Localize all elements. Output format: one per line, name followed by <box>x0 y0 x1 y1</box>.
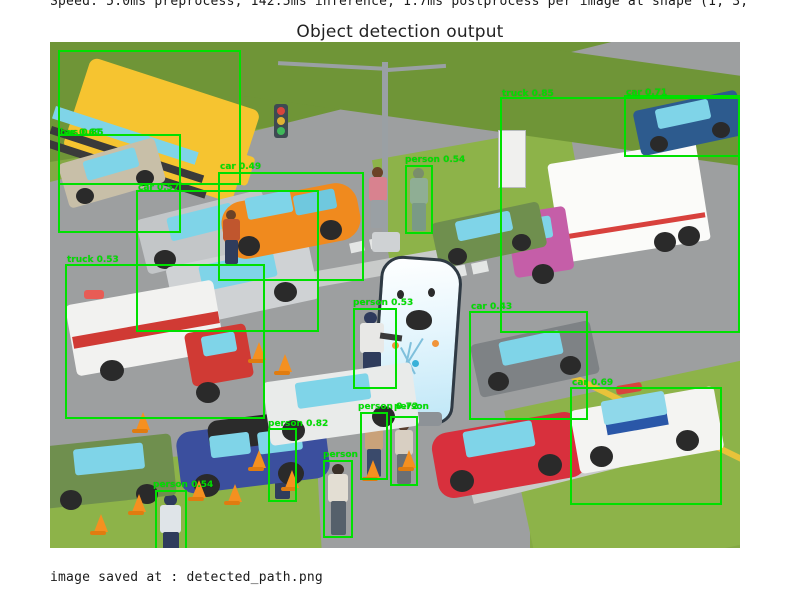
page-title: Object detection output <box>296 22 504 42</box>
detection-box-car-navy-top <box>624 95 740 157</box>
phone-eye-left <box>397 290 404 299</box>
traffic-cone-base <box>274 371 290 375</box>
tan-car-wheel <box>136 170 154 186</box>
traffic-cone-base <box>188 497 204 501</box>
console-speed-line: Speed: 5.0ms preprocess, 142.5ms inferen… <box>50 0 749 9</box>
traffic-cone-base <box>248 467 264 471</box>
gray-car-wheel <box>488 372 509 391</box>
detection-box-truck-right <box>500 97 740 333</box>
navy-car-wheel <box>650 136 668 152</box>
traffic-cone <box>252 342 266 360</box>
detection-label-bus-1: bus 0.85 <box>60 128 104 138</box>
detection-label-person-d: person 0.54 <box>153 480 214 490</box>
green-suv-wheel <box>60 490 82 510</box>
console-saved-line: image saved at : detected_path.png <box>50 570 323 585</box>
detection-label-person-b: person 0.72 <box>358 402 419 412</box>
traffic-cone <box>132 494 146 512</box>
phone-eye-right <box>428 288 435 297</box>
detection-box-person-d <box>155 490 187 548</box>
traffic-light-pole <box>382 62 388 247</box>
traffic-cone-base <box>132 429 148 433</box>
phone-mouth <box>406 310 432 330</box>
detection-box-person-e <box>323 460 353 538</box>
traffic-cone <box>136 412 150 430</box>
sign-board <box>498 130 526 188</box>
box-truck-wheel <box>532 264 554 284</box>
gray-car-wheel <box>560 356 581 375</box>
silver-car2-wheel <box>274 282 297 302</box>
green-sedan-wheel <box>448 248 467 265</box>
detection-box-person-b <box>360 412 388 480</box>
detection-label-car-navy-top: car 0.71 <box>626 88 668 98</box>
phone-icon-dot <box>412 360 419 367</box>
traffic-light-red <box>277 107 285 115</box>
detection-box-truck-amb <box>65 264 265 419</box>
traffic-cone-base <box>224 501 240 505</box>
traffic-cone <box>228 484 242 502</box>
traffic-light-amber <box>277 117 285 125</box>
pole-base <box>372 232 400 252</box>
detection-box-person-green <box>405 165 433 234</box>
detection-box-person-gray <box>353 308 397 389</box>
detection-label-truck-right: truck 0.85 <box>502 89 554 99</box>
detection-label-car-left-2: car 0.57 <box>138 183 180 193</box>
detection-label-car-police: car 0.69 <box>572 378 614 388</box>
traffic-cone <box>252 450 266 468</box>
detection-box-bus-1 <box>58 50 241 185</box>
detection-label-person-a: person 0.82 <box>268 419 329 429</box>
green-sedan-wheel <box>512 234 531 251</box>
detection-label-person-green: person 0.54 <box>405 155 466 165</box>
traffic-cone <box>192 480 206 498</box>
detection-label-car-left-1: car 0.61 <box>60 128 102 138</box>
detection-box-car-gray-r <box>469 311 588 420</box>
traffic-cone <box>278 354 292 372</box>
detection-label-person-gray: person 0.53 <box>353 298 414 308</box>
red-car-wheel <box>538 454 562 476</box>
traffic-cone <box>402 450 416 468</box>
detection-label-person-c: person <box>394 402 429 412</box>
white-car-wheel <box>372 406 395 427</box>
red-car-wheel <box>450 470 474 492</box>
traffic-cone-base <box>248 359 264 363</box>
traffic-cone-base <box>398 467 414 471</box>
detection-label-truck-amb: truck 0.53 <box>67 255 119 265</box>
traffic-cone-base <box>281 487 297 491</box>
detection-box-car-left-2 <box>136 190 319 332</box>
ambulance-wheel <box>196 382 220 403</box>
ambulance-lightbar <box>84 290 104 299</box>
police-car-wheel <box>676 430 699 451</box>
white-car-wheel <box>282 420 305 441</box>
detection-box-car-left-1 <box>58 134 181 233</box>
traffic-cone <box>94 514 108 532</box>
sports-car-wheel <box>320 220 342 240</box>
traffic-cone-base <box>128 511 144 515</box>
box-truck-wheel <box>678 226 700 246</box>
detection-label-car-gray-r: car 0.43 <box>471 302 513 312</box>
traffic-cone <box>366 460 380 478</box>
sports-car-wheel <box>238 236 260 256</box>
ambulance-wheel <box>100 360 124 381</box>
police-car-wheel <box>590 446 613 467</box>
traffic-light-green <box>277 127 285 135</box>
detection-label-person-e: person <box>323 450 358 460</box>
detection-label-car-orange: car 0.49 <box>220 162 262 172</box>
detection-box-car-police <box>570 387 722 505</box>
detection-box-car-orange <box>218 172 364 281</box>
navy-car-wheel <box>712 122 730 138</box>
box-truck-wheel <box>654 232 676 252</box>
detection-box-person-a <box>268 428 297 502</box>
tan-car-wheel <box>76 188 94 204</box>
traffic-cone-base <box>90 531 106 535</box>
detection-box-person-c <box>390 416 418 486</box>
phone-icon-dot <box>432 340 439 347</box>
